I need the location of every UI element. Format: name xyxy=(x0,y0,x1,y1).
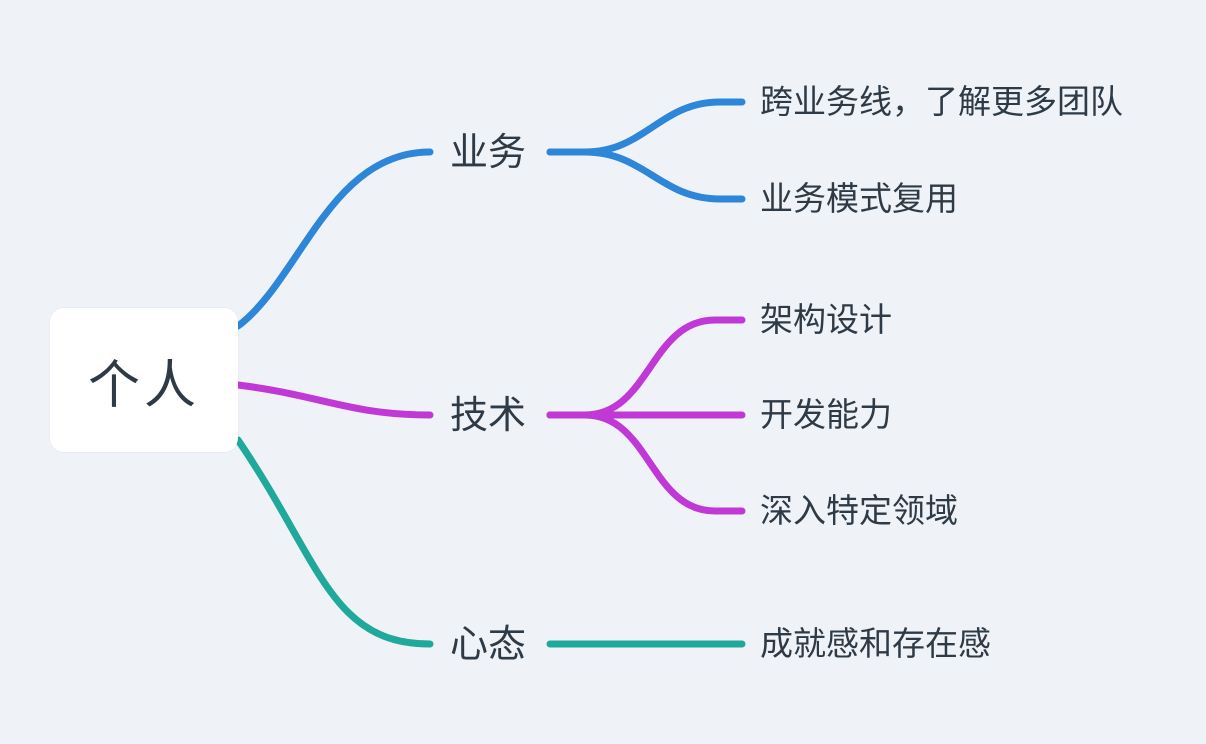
leaf-node-label: 深入特定领域 xyxy=(760,491,958,530)
link-root-business xyxy=(234,148,434,330)
link-tech-leaf-3 xyxy=(546,411,746,515)
leaf-node-label: 成就感和存在感 xyxy=(760,624,991,663)
leaf-node-label: 业务模式复用 xyxy=(760,179,958,218)
link-root-mindset xyxy=(234,436,434,648)
leaf-node-label: 架构设计 xyxy=(760,300,892,339)
leaf-node-label: 跨业务线，了解更多团队 xyxy=(760,82,1123,121)
branch-node-tech[interactable]: 技术 xyxy=(446,391,531,439)
leaf-node-cross-business[interactable]: 跨业务线，了解更多团队 xyxy=(760,80,1123,124)
link-tech-leaf-1 xyxy=(546,316,746,419)
root-node-label: 个人 xyxy=(87,355,200,416)
leaf-node-dev-skills[interactable]: 开发能力 xyxy=(760,393,892,437)
branch-node-label: 技术 xyxy=(450,393,527,437)
branch-node-label: 心态 xyxy=(450,622,527,666)
leaf-node-achievement[interactable]: 成就感和存在感 xyxy=(760,622,991,666)
leaf-node-architecture[interactable]: 架构设计 xyxy=(760,298,892,342)
link-business-leaf-2 xyxy=(546,148,746,203)
leaf-node-business-reuse[interactable]: 业务模式复用 xyxy=(760,177,958,221)
link-root-tech xyxy=(234,381,434,419)
branch-node-mindset[interactable]: 心态 xyxy=(446,620,531,668)
link-business-leaf-1 xyxy=(546,98,746,156)
leaf-node-domain-depth[interactable]: 深入特定领域 xyxy=(760,489,958,533)
root-node[interactable]: 个人 xyxy=(50,308,238,452)
branch-node-business[interactable]: 业务 xyxy=(446,128,531,176)
branch-node-label: 业务 xyxy=(450,130,527,174)
leaf-node-label: 开发能力 xyxy=(760,395,892,434)
